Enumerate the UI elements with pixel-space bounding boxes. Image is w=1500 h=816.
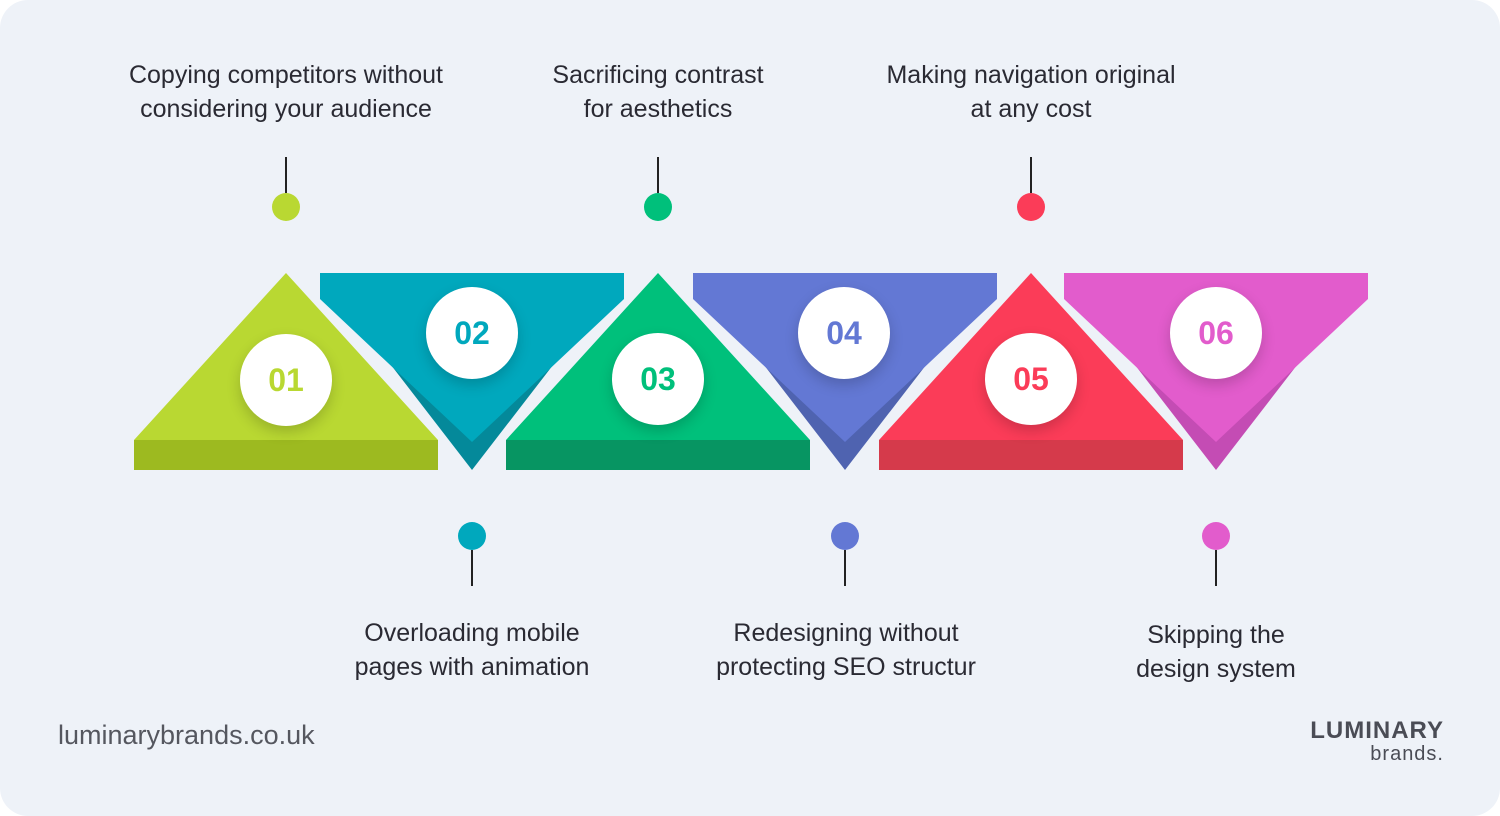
- logo-subtitle: brands.: [1370, 743, 1444, 765]
- step-3-label: Sacrificing contrast for aesthetics: [478, 58, 838, 126]
- step-6-label: Skipping the design system: [1036, 618, 1396, 686]
- luminary-logo: LUMINARY brands.: [1310, 717, 1444, 765]
- step-5-number-badge: 05: [985, 333, 1077, 425]
- step-3-label-line-2: for aesthetics: [583, 95, 733, 123]
- step-3-triangle-base: [506, 440, 810, 470]
- step-2-dot: [458, 522, 486, 550]
- step-4-number: 04: [826, 314, 862, 351]
- step-1-number: 01: [268, 361, 304, 398]
- step-3-number: 03: [640, 360, 676, 397]
- step-2-label-line-2: pages with animation: [354, 653, 590, 681]
- step-5-label-line-1: Making navigation original: [886, 61, 1176, 89]
- step-1-label: Copying competitors without considering …: [106, 58, 466, 126]
- step-1-label-line-1: Copying competitors without: [128, 61, 444, 89]
- step-4-label-line-2: protecting SEO structur: [716, 653, 976, 681]
- step-1-dot: [272, 193, 300, 221]
- step-3-label-line-1: Sacrificing contrast: [552, 61, 764, 89]
- step-4-label-line-1: Redesigning without: [733, 619, 959, 647]
- step-5-triangle-base: [879, 440, 1183, 470]
- step-6-number: 06: [1198, 314, 1234, 351]
- step-4-dot: [831, 522, 859, 550]
- step-1-number-badge: 01: [240, 334, 332, 426]
- website-url: luminarybrands.co.uk: [58, 720, 315, 750]
- step-4-label: Redesigning without protecting SEO struc…: [666, 616, 1026, 684]
- step-3-dot: [644, 193, 672, 221]
- step-5-label: Making navigation original at any cost: [851, 58, 1211, 126]
- step-2-number-badge: 02: [426, 287, 518, 379]
- step-6-dot: [1202, 522, 1230, 550]
- step-2-number: 02: [454, 314, 490, 351]
- step-5-number: 05: [1013, 360, 1049, 397]
- step-4-number-badge: 04: [798, 287, 890, 379]
- step-5-dot: [1017, 193, 1045, 221]
- step-1-label-line-2: considering your audience: [140, 95, 432, 123]
- step-6-label-line-1: Skipping the: [1147, 621, 1285, 649]
- step-2-label-line-1: Overloading mobile: [364, 619, 580, 647]
- step-5-label-line-2: at any cost: [970, 95, 1092, 123]
- step-2-label: Overloading mobile pages with animation: [292, 616, 652, 684]
- logo-wordmark: LUMINARY: [1310, 717, 1444, 744]
- step-1-triangle-base: [134, 440, 438, 470]
- step-6-number-badge: 06: [1170, 287, 1262, 379]
- step-6-label-line-2: design system: [1136, 655, 1296, 683]
- step-3-number-badge: 03: [612, 333, 704, 425]
